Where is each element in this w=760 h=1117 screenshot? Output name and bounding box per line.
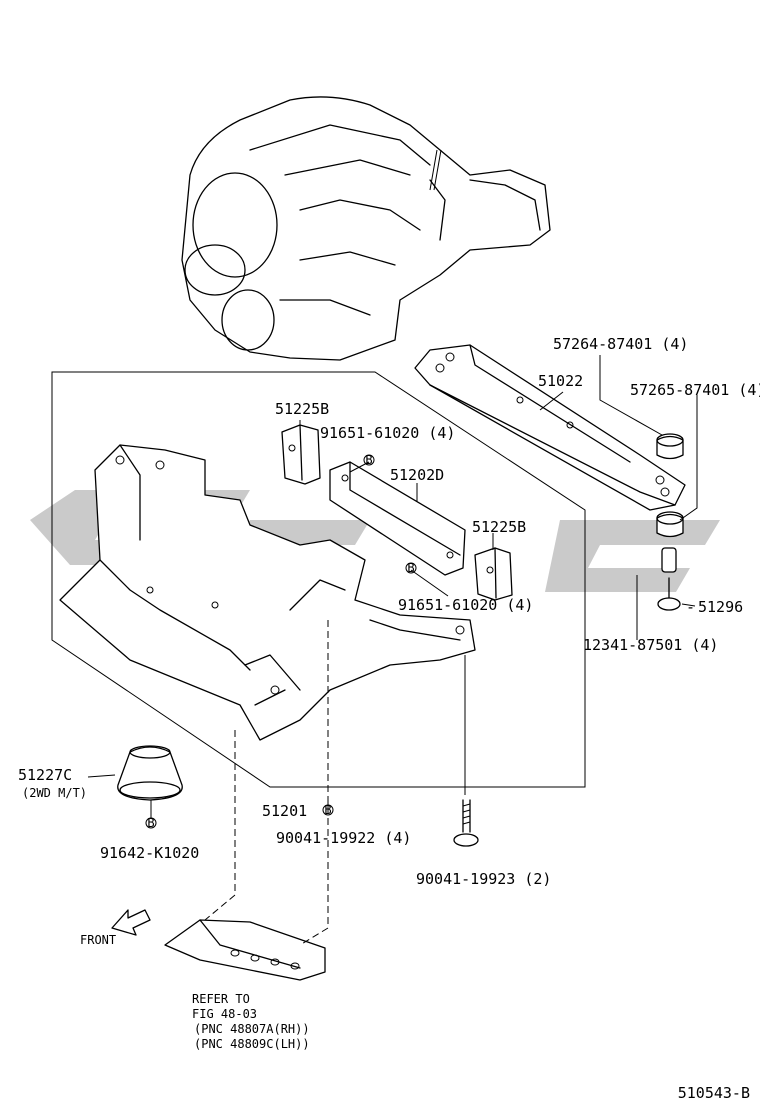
label-51227c-note: (2WD M/T) [22, 786, 87, 800]
bolt-marker-2: B [405, 561, 417, 575]
reference-line-2: FIG 48-03 [192, 1007, 257, 1021]
bolt-90041-19923 [453, 799, 479, 847]
bolt-marker-3-text: B [324, 803, 331, 817]
label-91651-mid: 91651-61020 (4) [398, 596, 533, 614]
label-90041-a: 90041-19922 (4) [276, 829, 411, 847]
subframe-51201 [59, 444, 476, 741]
engine-illustration [181, 96, 551, 361]
bolt-marker-1: B [363, 453, 375, 467]
bolt-51296 [657, 577, 681, 611]
label-91651-top: 91651-61020 (4) [320, 424, 455, 442]
front-arrow-icon [111, 909, 151, 936]
assembly-frame [51, 371, 586, 788]
insulator-51227c [117, 745, 183, 801]
bolt-marker-4-text: B [147, 816, 154, 830]
bolt-marker-1-text: B [365, 453, 372, 467]
label-12341: 12341-87501 (4) [583, 636, 718, 654]
label-90041-b: 90041-19923 (2) [416, 870, 551, 888]
label-51201: 51201 [262, 802, 307, 820]
label-51296-dash: - [686, 598, 695, 616]
bracket-51202d [329, 461, 466, 576]
reference-line-1: REFER TO [192, 992, 250, 1006]
label-51227c: 51227C [18, 766, 72, 784]
collar-12341 [661, 547, 677, 573]
lower-bracket-ref [164, 919, 326, 981]
figure-code: 510543-B [678, 1084, 750, 1102]
label-57265: 57265-87401 (4) [630, 381, 760, 399]
label-51296: 51296 [698, 598, 743, 616]
label-51022: 51022 [538, 372, 583, 390]
label-57264: 57264-87401 (4) [553, 335, 688, 353]
front-label: FRONT [80, 933, 116, 947]
reference-line-4: (PNC 48809C(LH)) [194, 1037, 310, 1051]
leader-lines [87, 355, 698, 946]
mount-bushing-lower [656, 511, 684, 538]
mount-bushing-upper [656, 433, 684, 460]
crossmember-51022 [414, 344, 686, 511]
bracket-51225b-top [281, 424, 321, 485]
bracket-51225b-mid [474, 547, 513, 601]
label-51225b-mid: 51225B [472, 518, 526, 536]
label-51202d: 51202D [390, 466, 444, 484]
label-51225b-top: 51225B [275, 400, 329, 418]
bolt-marker-4: B [145, 816, 157, 830]
bolt-marker-2-text: B [407, 561, 414, 575]
reference-line-3: (PNC 48807A(RH)) [194, 1022, 310, 1036]
bolt-marker-3: B [322, 803, 334, 817]
label-91642: 91642-K1020 [100, 844, 199, 862]
